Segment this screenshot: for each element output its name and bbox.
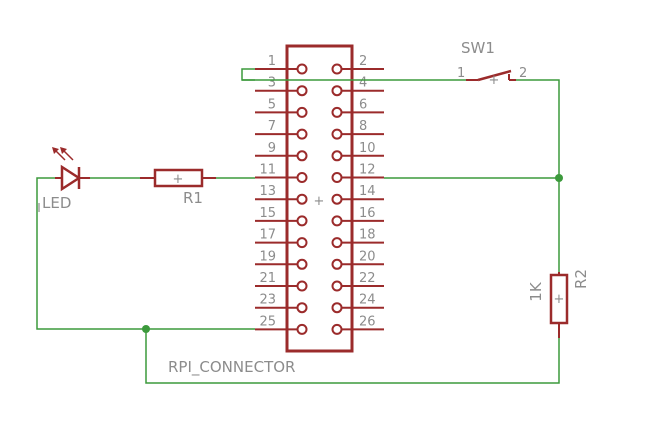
pin-number-label: 20 bbox=[359, 249, 376, 264]
pin-number-label: 12 bbox=[359, 163, 376, 178]
junction-dot bbox=[142, 325, 150, 333]
pin-number-label: 16 bbox=[359, 206, 376, 221]
pin-number-label: 1 bbox=[268, 54, 276, 69]
pin-pad bbox=[296, 128, 308, 140]
pin-pad bbox=[331, 85, 343, 97]
connector-pins: 1357911131517192123252468101214161820222… bbox=[255, 54, 384, 335]
pin-number-label: 25 bbox=[259, 314, 276, 329]
pin-pad bbox=[296, 85, 308, 97]
pin-number-label: 22 bbox=[359, 271, 376, 286]
pin-pad bbox=[331, 258, 343, 270]
pin-pad bbox=[296, 302, 308, 314]
pin-pad bbox=[296, 172, 308, 183]
r2-origin-mark: + bbox=[554, 292, 565, 307]
pin-number-label: 4 bbox=[359, 76, 367, 91]
pin-number-label: 3 bbox=[268, 76, 276, 91]
pin-number-label: 9 bbox=[268, 141, 276, 156]
sw1-pin2-label: 2 bbox=[519, 66, 527, 81]
led-name-label: LED bbox=[42, 194, 71, 212]
pin-pad bbox=[331, 193, 343, 205]
wire-r2-to-ground-rail bbox=[145, 329, 560, 384]
pin-pad bbox=[296, 150, 308, 162]
pin-number-label: 21 bbox=[259, 271, 276, 286]
pin-pad bbox=[331, 302, 343, 314]
pin-number-label: 26 bbox=[359, 314, 376, 329]
r2-value-label: 1K bbox=[527, 281, 545, 302]
pin-number-label: 14 bbox=[359, 184, 376, 199]
pin-number-label: 23 bbox=[259, 293, 276, 308]
sw1-name-label: SW1 bbox=[461, 39, 495, 57]
pin-number-label: 17 bbox=[259, 228, 276, 243]
pin-pad bbox=[331, 150, 343, 162]
pin-pad bbox=[296, 258, 308, 270]
sw1-origin-mark: + bbox=[489, 73, 500, 88]
pin-pad bbox=[331, 323, 343, 335]
pin-pad bbox=[296, 215, 308, 227]
pin-number-label: 18 bbox=[359, 228, 376, 243]
led-symbol bbox=[38, 147, 90, 212]
pin-number-label: 6 bbox=[359, 97, 367, 112]
pin-pad bbox=[331, 280, 343, 292]
pin-pad bbox=[296, 63, 308, 75]
wire-sw1-to-r2 bbox=[516, 79, 560, 272]
pin-pad bbox=[296, 106, 308, 118]
pin-number-label: 2 bbox=[359, 54, 367, 69]
pin-pad bbox=[296, 323, 308, 335]
pin-number-label: 8 bbox=[359, 119, 367, 134]
pin-pad bbox=[296, 237, 308, 249]
r1-origin-mark: + bbox=[173, 172, 184, 187]
pin-pad bbox=[331, 237, 343, 249]
pin-pad bbox=[331, 172, 343, 183]
sw1-symbol bbox=[466, 69, 516, 82]
r2-name-label: R2 bbox=[572, 269, 590, 289]
pin-number-label: 11 bbox=[259, 163, 276, 178]
pin-pad bbox=[296, 193, 308, 205]
pin-number-label: 15 bbox=[259, 206, 276, 221]
pin-number-label: 13 bbox=[259, 184, 276, 199]
pin-number-label: 5 bbox=[268, 97, 276, 112]
r2-symbol bbox=[549, 272, 569, 338]
pin-pad bbox=[331, 215, 343, 227]
pin-pad bbox=[331, 128, 343, 140]
pin-pad bbox=[296, 280, 308, 292]
connector-name-label: RPI_CONNECTOR bbox=[168, 358, 295, 377]
pin-number-label: 10 bbox=[359, 141, 376, 156]
sw1-pin1-label: 1 bbox=[457, 66, 465, 81]
junction-dot bbox=[555, 174, 563, 182]
pin-number-label: 19 bbox=[259, 249, 276, 264]
r1-name-label: R1 bbox=[183, 189, 203, 207]
r1-symbol bbox=[140, 168, 216, 188]
pin-number-label: 7 bbox=[268, 119, 276, 134]
wire-pin1-pin3-bridge bbox=[241, 68, 255, 81]
pin-pad bbox=[331, 106, 343, 118]
pin-number-label: 24 bbox=[359, 293, 376, 308]
connector-origin-mark: + bbox=[314, 194, 325, 209]
pin-pad bbox=[331, 63, 343, 75]
